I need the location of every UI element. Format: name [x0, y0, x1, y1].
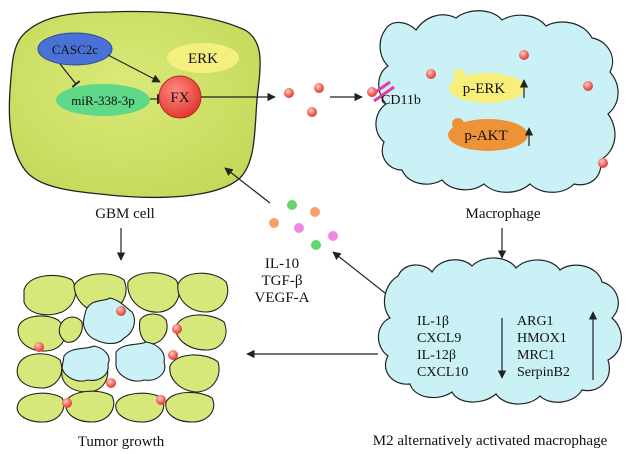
- intracellular-fx-dot: [598, 158, 608, 168]
- secreted-fx-dot: [314, 83, 324, 93]
- perk-node: [449, 73, 525, 103]
- cytokine-label: IL-10: [265, 256, 299, 272]
- tumor-fx-dot: [116, 306, 126, 316]
- m2-macrophage-body: [377, 257, 622, 405]
- tumor-row: [16, 272, 229, 423]
- tumor-fx-dot: [62, 398, 72, 408]
- pakt-label: p-AKT: [464, 128, 507, 144]
- gbm-cell-label: GBM cell: [95, 206, 155, 222]
- intracellular-fx-dot: [426, 69, 436, 79]
- cytokine-dot: [287, 200, 297, 210]
- tumor-fx-dot: [156, 395, 166, 405]
- cytokines-to-gbm-arrow: [224, 167, 271, 204]
- m2-up-marker: MRC1: [517, 348, 555, 363]
- erk-node: [167, 43, 239, 73]
- casc2c-to-fx-arrow: [107, 54, 161, 83]
- tumor-fx-dot: [106, 378, 116, 388]
- cytokine-dot: [311, 240, 321, 250]
- casc2c-inhibits-mir: [59, 63, 81, 88]
- fx-label: FX: [170, 90, 189, 106]
- secreted-fx-dot: [284, 88, 294, 98]
- cytokine-dot: [269, 218, 279, 228]
- gbm-cell-group: CASC2c ERK miR-338-3p FX GBM cell: [8, 10, 261, 222]
- tumor-fx-dot: [34, 342, 44, 352]
- m2-label: M2 alternatively activated macrophage: [373, 433, 608, 449]
- tumor-tissue: [16, 272, 229, 423]
- erk-label: ERK: [188, 51, 218, 67]
- cytokine-label: TGF-β: [262, 273, 303, 289]
- cytokine-dot: [294, 223, 304, 233]
- m2-down-marker: IL-1β: [417, 314, 449, 329]
- casc2c-node: [37, 32, 113, 66]
- m2-macrophage-group: IL-1β CXCL9 IL-12β CXCL10 ARG1 HMOX1 MRC…: [373, 257, 622, 449]
- cytokine-dot: [328, 231, 338, 241]
- m2-up-marker: SerpinB2: [517, 365, 570, 380]
- m2-down-marker: IL-12β: [417, 348, 456, 363]
- macrophage-group: CD11b p-ERK p-AKT Macrophage: [367, 10, 619, 222]
- m2-down-marker: CXCL9: [417, 331, 461, 346]
- intracellular-fx-dot: [583, 81, 593, 91]
- intracellular-fx-dot: [519, 50, 529, 60]
- cytokine-dot: [310, 207, 320, 217]
- tumor-growth-label: Tumor growth: [78, 434, 165, 450]
- cd11b-label: CD11b: [381, 93, 421, 108]
- cytokine-label: VEGF-A: [255, 290, 310, 306]
- pakt-node: [448, 119, 528, 151]
- m2-up-marker: ARG1: [517, 314, 554, 329]
- m2-up-marker: HMOX1: [517, 331, 567, 346]
- mir-label: miR-338-3p: [71, 93, 135, 108]
- m2-down-marker: CXCL10: [417, 365, 468, 380]
- macrophage-in-tumor: [61, 297, 166, 382]
- secreted-fx-dot: [307, 107, 317, 117]
- casc2c-label: CASC2c: [52, 42, 98, 57]
- macrophage-label: Macrophage: [466, 206, 541, 222]
- perk-label: p-ERK: [463, 81, 506, 97]
- tumor-fx-dot: [172, 324, 182, 334]
- m2-to-cytokines-arrow: [332, 251, 386, 294]
- tumor-fx-dot: [168, 350, 178, 360]
- bound-fx-dot: [367, 87, 377, 97]
- mir-node: [56, 84, 150, 116]
